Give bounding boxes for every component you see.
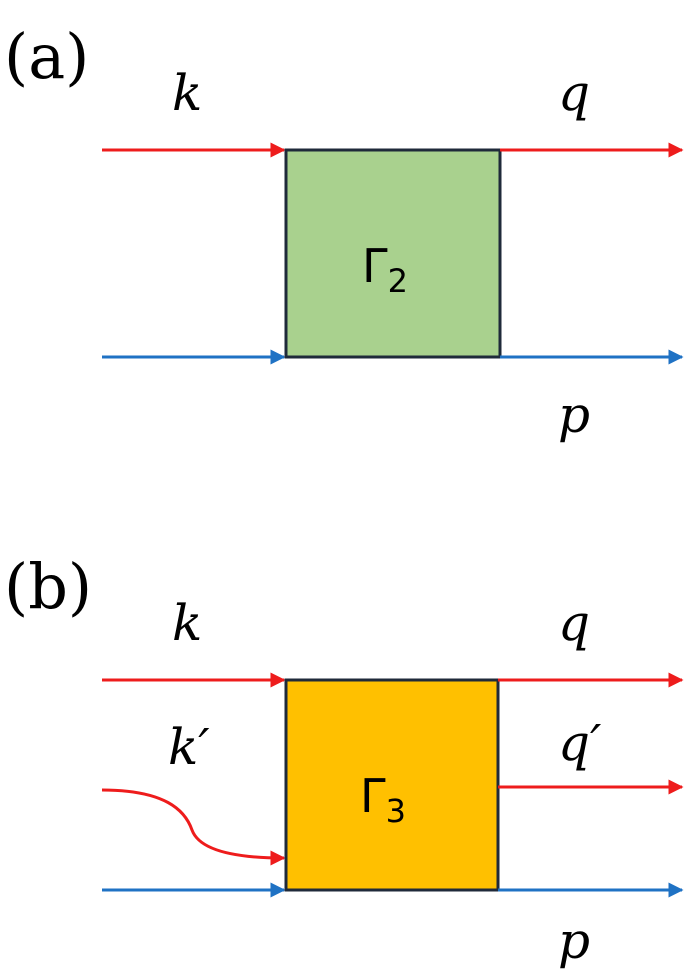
- momentum-p-label: p: [558, 386, 590, 444]
- panel-a: (a) k q p Γ2: [4, 20, 684, 444]
- momentum-k-prime-label: k′: [168, 718, 210, 776]
- momentum-q-label: q: [558, 594, 590, 652]
- panel-b-label: (b): [4, 550, 92, 623]
- momentum-q-label: q: [558, 64, 590, 122]
- incoming-k-prime-curve: [101, 788, 286, 866]
- momentum-q-prime-label: q′: [558, 714, 602, 772]
- momentum-k-label: k: [172, 64, 202, 122]
- panel-b: (b) k k′ q q′ p Γ3: [4, 550, 684, 970]
- panel-a-label: (a): [4, 20, 89, 93]
- vertex-gamma3-box: [284, 678, 500, 892]
- momentum-k-label: k: [172, 594, 202, 652]
- momentum-p-label: p: [558, 912, 590, 970]
- vertex-gamma2-label: Γ2: [362, 239, 408, 300]
- vertex-gamma3-label: Γ3: [360, 769, 406, 830]
- vertex-gamma2-box: [284, 148, 502, 359]
